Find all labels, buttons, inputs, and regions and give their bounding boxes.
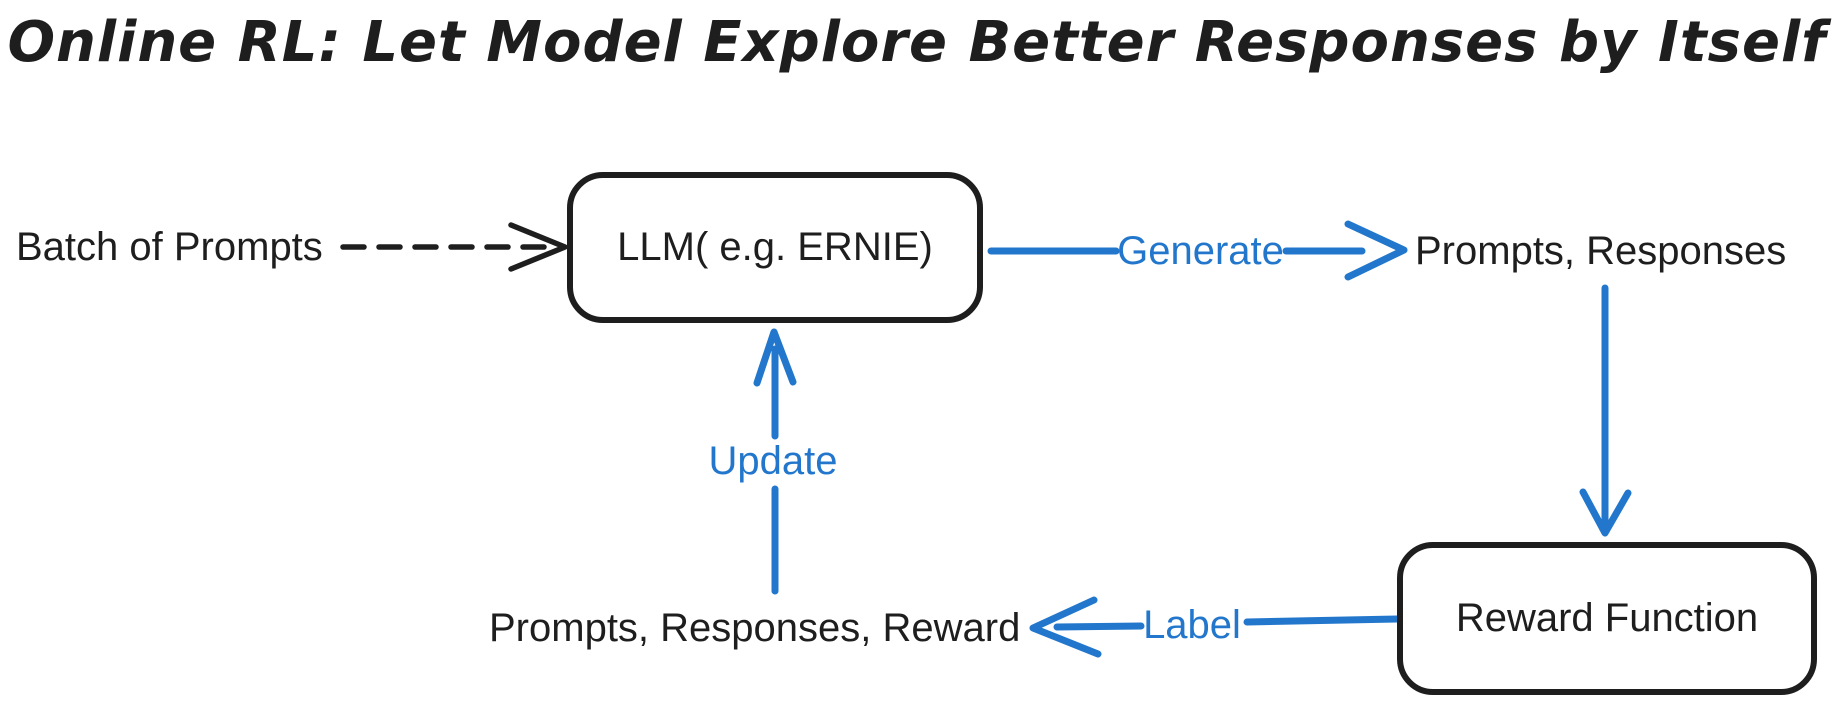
batch-to-llm-arrowhead-icon [508,222,568,272]
label-edge-label: Label [1143,603,1241,647]
prompts-responses-reward-label: Prompts, Responses, Reward [489,606,1021,650]
update-edge-label: Update [708,439,838,483]
node-reward-function: Reward Function [1397,542,1817,695]
label-arrow-line-left [1053,622,1145,631]
responses-to-reward-arrowhead-icon [1579,488,1632,537]
prompts-responses-label: Prompts, Responses [1415,229,1787,273]
batch-of-prompts-label: Batch of Prompts [16,225,323,269]
generate-arrowhead-icon [1344,220,1408,281]
label-arrowhead-icon [1029,596,1102,658]
node-llm: LLM( e.g. ERNIE) [567,172,983,323]
node-llm-label: LLM( e.g. ERNIE) [617,225,933,269]
diagram-title: Online RL: Let Model Explore Better Resp… [7,10,1827,75]
node-reward-function-label: Reward Function [1455,596,1759,640]
label-arrow-line-right [1243,615,1401,626]
update-arrowhead-icon [753,328,797,387]
generate-edge-label: Generate [1117,229,1284,273]
